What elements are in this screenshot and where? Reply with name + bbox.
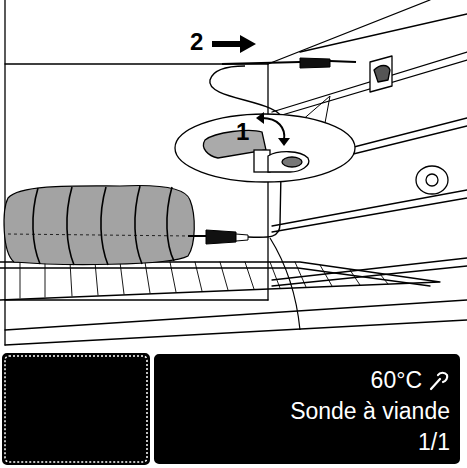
probe-icon bbox=[428, 369, 450, 391]
callout-number: 2 bbox=[190, 30, 203, 54]
display-text: 1/1 bbox=[418, 430, 450, 455]
callout-number: 1 bbox=[236, 120, 249, 144]
display-text: Sonde à viande bbox=[290, 399, 450, 424]
display-text: 60°C bbox=[371, 368, 422, 393]
display-panel: 60°C Sonde à viande 1/1 bbox=[152, 352, 462, 466]
